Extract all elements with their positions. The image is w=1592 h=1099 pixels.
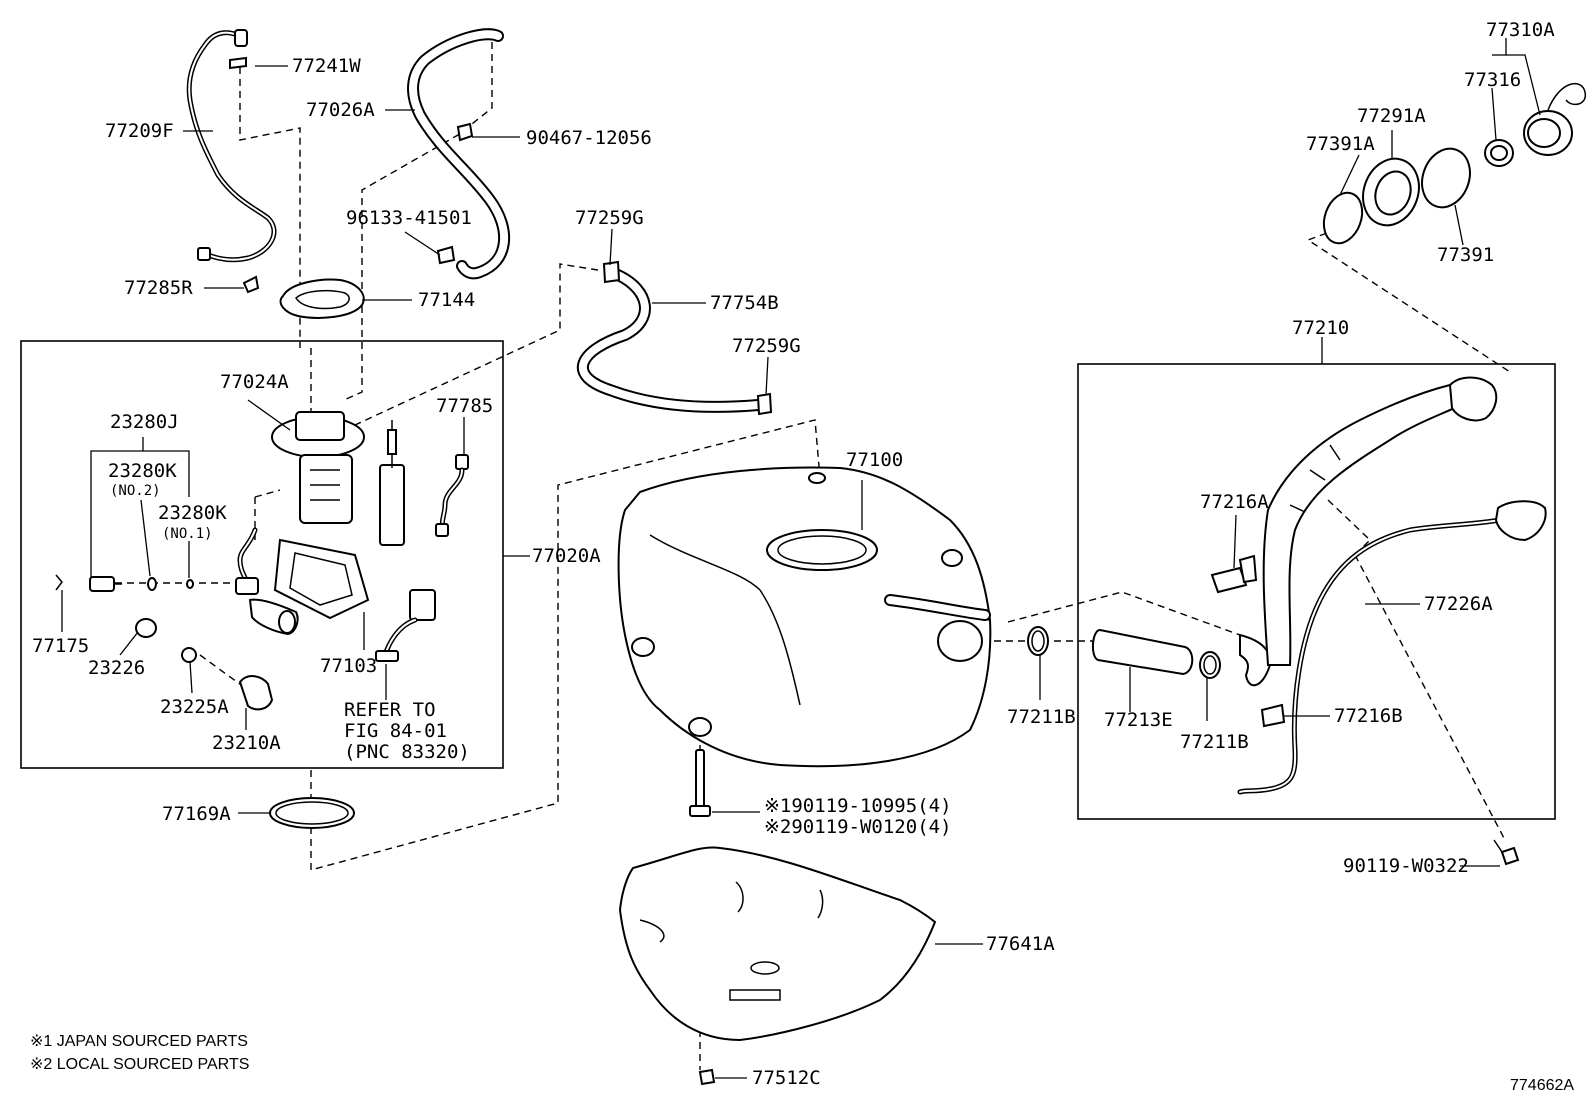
bolt-90119-W0322 xyxy=(1493,839,1520,866)
label-bolt-jp[interactable]: ※190119-10995(4) xyxy=(764,795,952,817)
hose-77213E xyxy=(1092,628,1194,676)
wire-harness-pnc83320 xyxy=(375,589,436,662)
label-77310A[interactable]: 77310A xyxy=(1486,19,1555,41)
label-77211B-left[interactable]: 77211B xyxy=(1007,706,1076,728)
label-23210A[interactable]: 23210A xyxy=(212,732,281,754)
clip-77241W xyxy=(229,56,247,70)
label-77226A[interactable]: 77226A xyxy=(1424,593,1493,615)
sublabel-no2: (NO.2) xyxy=(110,483,161,499)
label-77169A[interactable]: 77169A xyxy=(162,803,231,825)
label-bolt-local[interactable]: ※290119-W0120(4) xyxy=(764,816,952,838)
label-77213E[interactable]: 77213E xyxy=(1104,709,1173,731)
label-77026A[interactable]: 77026A xyxy=(306,99,375,121)
label-77391A[interactable]: 77391A xyxy=(1306,133,1375,155)
o-ring-23280K-no2 xyxy=(147,577,157,591)
label-77175[interactable]: 77175 xyxy=(32,635,89,657)
clip-77175 xyxy=(55,574,63,591)
refer-line-1: REFER TO xyxy=(344,699,436,721)
label-96133-41501[interactable]: 96133-41501 xyxy=(346,207,472,229)
clip-77259G-lower xyxy=(756,392,773,416)
clamp-77211B-right xyxy=(1199,651,1221,679)
label-77512C[interactable]: 77512C xyxy=(752,1067,821,1089)
clamp-90467-12056 xyxy=(456,122,474,142)
gasket-77169A xyxy=(269,797,355,829)
connector-77785 xyxy=(435,454,469,537)
part-labels: 77310A 77316 77291A 77391A 77391 77241W … xyxy=(32,19,1555,1089)
label-77020A[interactable]: 77020A xyxy=(532,545,601,567)
refer-line-3: (PNC 83320) xyxy=(344,741,470,763)
seal-77291A xyxy=(1362,157,1420,227)
label-77103[interactable]: 77103 xyxy=(320,655,377,677)
label-23280K-no1[interactable]: 23280K xyxy=(158,502,227,524)
footnote-japan-sourced: ※1 JAPAN SOURCED PARTS xyxy=(30,1033,248,1050)
label-77641A[interactable]: 77641A xyxy=(986,933,1055,955)
fuel-filter-23210A xyxy=(238,675,274,711)
fuel-pump-assembly-box xyxy=(20,340,504,769)
protector-77641A xyxy=(618,846,937,1042)
filler-pipe-assembly-box xyxy=(1077,363,1556,820)
bushing-23225A xyxy=(181,647,197,663)
gasket-77316 xyxy=(1484,139,1514,167)
ring-77391A xyxy=(1322,191,1364,245)
filler-pipe-77210 xyxy=(1239,376,1498,687)
sublabel-no1: (NO.1) xyxy=(162,526,213,542)
fuel-tank-77100 xyxy=(617,466,992,768)
label-77100[interactable]: 77100 xyxy=(846,449,903,471)
clip-77285R xyxy=(242,275,260,294)
clip-77216B xyxy=(1260,703,1286,728)
label-23280J[interactable]: 23280J xyxy=(110,411,179,433)
label-77216A[interactable]: 77216A xyxy=(1200,491,1269,513)
label-77211B-right[interactable]: 77211B xyxy=(1180,731,1249,753)
lock-ring-77144 xyxy=(279,278,365,319)
fuel-pump-77024A xyxy=(271,411,365,524)
label-23226[interactable]: 23226 xyxy=(88,657,145,679)
figure-id: 774662A xyxy=(1510,1077,1574,1094)
clamp-96133-41501 xyxy=(436,245,456,265)
clip-77216A xyxy=(1210,554,1258,594)
label-90119-W0322[interactable]: 90119-W0322 xyxy=(1343,855,1469,877)
label-77024A[interactable]: 77024A xyxy=(220,371,289,393)
hose-77754B xyxy=(576,269,764,413)
label-77391[interactable]: 77391 xyxy=(1437,244,1494,266)
label-77259G-lower[interactable]: 77259G xyxy=(732,335,801,357)
o-ring-23280K-no1 xyxy=(186,579,194,589)
label-77210[interactable]: 77210 xyxy=(1292,317,1349,339)
fuel-cap-77310A xyxy=(1523,83,1587,156)
leader-lines xyxy=(61,38,1541,1079)
label-23280K-no2[interactable]: 23280K xyxy=(108,460,177,482)
breather-tube-77226A xyxy=(1237,500,1547,795)
label-77285R[interactable]: 77285R xyxy=(124,277,193,299)
label-90467-12056[interactable]: 90467-12056 xyxy=(526,127,652,149)
label-77785[interactable]: 77785 xyxy=(436,395,493,417)
o-ring-23226 xyxy=(135,618,157,638)
suction-filter-77103 xyxy=(273,538,370,620)
sender-gauge xyxy=(379,420,405,546)
clip-77259G-upper xyxy=(602,260,621,284)
label-77209F[interactable]: 77209F xyxy=(105,120,174,142)
tube-77026A xyxy=(407,28,511,280)
sensor-23280J xyxy=(89,576,122,592)
pressure-regulator-assembly xyxy=(235,527,299,636)
label-77291A[interactable]: 77291A xyxy=(1357,105,1426,127)
bolt-90119 xyxy=(689,749,711,817)
label-77259G-upper[interactable]: 77259G xyxy=(575,207,644,229)
label-77144[interactable]: 77144 xyxy=(418,289,475,311)
label-77316[interactable]: 77316 xyxy=(1464,69,1521,91)
ring-77391 xyxy=(1421,147,1471,209)
vent-tube-77209F xyxy=(186,29,277,263)
clamp-77211B-left xyxy=(1027,626,1049,656)
label-23225A[interactable]: 23225A xyxy=(160,696,229,718)
clip-77512C xyxy=(698,1068,716,1086)
refer-line-2: FIG 84-01 xyxy=(344,720,447,742)
footnote-local-sourced: ※2 LOCAL SOURCED PARTS xyxy=(30,1056,249,1073)
label-77241W[interactable]: 77241W xyxy=(292,55,361,77)
label-77216B[interactable]: 77216B xyxy=(1334,705,1403,727)
label-77754B[interactable]: 77754B xyxy=(710,292,779,314)
